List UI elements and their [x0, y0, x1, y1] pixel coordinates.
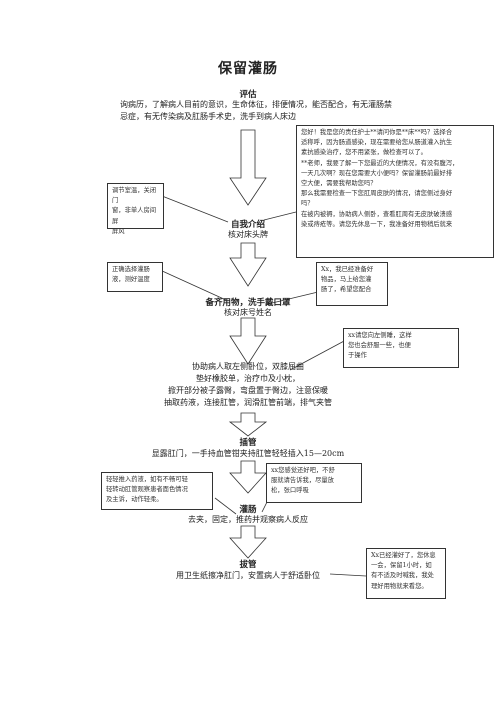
note-observe: 轻轻推入药液，如有不畅可轻 轻转动肛管观察患者面色情况 及主诉，动作轻柔。 — [101, 472, 213, 510]
intro-text: 核对床头牌 — [228, 230, 268, 239]
prepared-line-2: 物品，马上给您灌 — [321, 276, 372, 284]
position-line-2: 您也会舒服一些，也便 — [348, 342, 411, 350]
connector-enema — [159, 269, 227, 301]
done-line-1: Xx已经灌好了，您休息 — [371, 552, 436, 559]
prepared-line-3: 肠了，希望您配合 — [321, 286, 372, 294]
note-room: 调节室温，关闭门 窗，非单人房间屏 屏风 — [107, 183, 164, 235]
done-line-3: 有不适及时喊我，我处 — [371, 572, 434, 580]
remove-text: 用卫生纸擦净肛门，安置病人于舒适卧位 — [176, 571, 320, 580]
infuse-text: 去夹，固定，推药并观察病人反应 — [188, 515, 308, 524]
infuse-heading: 灌肠 — [239, 505, 257, 515]
greeting-line-9: 在被内被褥，协助病人侧卧，查看肛周有无皮肤破溃感 — [301, 210, 453, 218]
insert-note-line-3: 松，张口呼吸 — [271, 487, 309, 495]
note-prepared: Xx，我已经准备好 物品，马上给您灌 肠了，希望您配合 — [316, 262, 388, 306]
note-position: xx请您向左侧睡，这样 您也会舒服一些，也便 于操作 — [343, 328, 459, 368]
arrow-3 — [229, 317, 267, 365]
page-title: 保留灌肠 — [218, 61, 278, 77]
enema-line-1: 正确选择灌肠 — [112, 266, 150, 273]
assess-line-1: 询病历，了解病人目前的意识，生命体征，排便情况，能否配合，有无灌肠禁 — [120, 100, 392, 109]
greeting-line-4: **老师，我要了解一下您最近的大便情况，有没有腹泻， — [301, 159, 459, 167]
done-line-4: 理好用物就来看您。 — [371, 582, 428, 590]
note-greeting: 您好！我是您的责任护士**请问你是**床**吗？选择合 适称呼，因为肠道感染，现… — [296, 125, 494, 258]
note-insert: xx您感觉还好吧，不舒 服就请告诉我，尽量放 松，张口呼吸 — [266, 463, 362, 503]
greeting-line-2: 适称呼，因为肠道感染，现在需要给您从肠道灌入抗生 — [301, 139, 453, 147]
insert-note-line-2: 服就请告诉我，尽量放 — [271, 477, 334, 485]
assess-line-2: 忌症，有无传染病及肛肠手术史，洗手到病人床边 — [120, 112, 296, 121]
done-line-2: 一会，保留1小时，如 — [371, 562, 432, 570]
greeting-line-7: 那么我需要检查一下您肛周皮肤的情况，请您侧过身好 — [301, 190, 453, 198]
observe-line-2: 轻转动肛管观察患者面色情况 — [106, 486, 188, 494]
insert-text: 显露肛门，一手持血管钳夹持肛管轻轻插入15—20cm — [151, 449, 345, 458]
insert-note-line-1: xx您感觉还好吧，不舒 — [271, 467, 335, 474]
greeting-line-5: 一天几次啊？现在您需要大小便吗？保留灌肠前最好排 — [301, 169, 453, 177]
greeting-line-3: 素抗感染治疗，您不用紧张，做检查可以了。 — [301, 149, 427, 157]
room-line-2: 窗，非单人房间屏 — [112, 207, 157, 225]
position-line-3: 于操作 — [348, 352, 367, 360]
intro-heading: 自我介绍 — [230, 220, 265, 230]
assess-heading: 评估 — [239, 90, 257, 100]
note-enema: 正确选择灌肠 液，测好温度 — [107, 262, 163, 292]
prep-text: 核对床号姓名 — [224, 308, 272, 317]
connector-observe — [214, 497, 237, 515]
greeting-line-10: 染或痔疮等。请您先休息一下，我准备好用物稍后就来 — [301, 220, 453, 228]
position-line-1: xx请您向左侧睡，这样 — [348, 332, 412, 339]
connector-prepared — [267, 291, 319, 305]
arrow-6 — [229, 525, 267, 559]
greeting-line-8: 吗？ — [301, 200, 314, 208]
insert-heading: 插管 — [239, 438, 257, 448]
remove-heading: 拔管 — [239, 560, 257, 570]
connector-greeting — [263, 211, 297, 221]
room-line-3: 屏风 — [112, 227, 125, 235]
connector-done — [329, 573, 367, 577]
arrow-4 — [228, 412, 268, 437]
prepared-line-1: Xx，我已经准备好 — [321, 266, 374, 273]
position-step-line-3: 掀开部分被子露臀，弯盘置于臀边，注意保暖 — [168, 386, 328, 395]
prep-heading: 备齐用物，洗手戴口罩 — [205, 298, 291, 308]
position-step-line-1: 协助病人取左侧卧位，双膝屈曲 — [192, 362, 304, 371]
arrow-1 — [229, 129, 267, 206]
room-line-1: 调节室温，关闭门 — [112, 187, 157, 205]
assess-text: 询病历，了解病人目前的意识，生命体征，排便情况，能否配合，有无灌肠禁 忌症，有无… — [120, 99, 460, 123]
enema-line-2: 液，测好温度 — [112, 276, 150, 284]
arrow-2 — [229, 242, 267, 287]
position-step-line-2: 垫好橡胶单，治疗巾及小枕， — [196, 374, 300, 383]
observe-line-1: 轻轻推入药液，如有不畅可轻 — [106, 476, 188, 483]
connector-room — [161, 195, 229, 223]
note-done: Xx已经灌好了，您休息 一会，保留1小时，如 有不适及时喊我，我处 理好用物就来… — [366, 548, 446, 599]
greeting-line-6: 空大便，需要我帮助您吗？ — [301, 180, 377, 188]
observe-line-3: 及主诉，动作轻柔。 — [106, 496, 163, 504]
connector-position — [289, 339, 347, 371]
position-step-line-4: 抽取药液，连接肛管，润滑肛管前端，排气夹管 — [164, 398, 332, 407]
arrow-5 — [229, 460, 267, 494]
greeting-line-1: 您好！我是您的责任护士**请问你是**床**吗？选择合 — [301, 129, 453, 136]
position-text: 协助病人取左侧卧位，双膝屈曲 垫好橡胶单，治疗巾及小枕， 掀开部分被子露臀，弯盘… — [130, 361, 366, 409]
